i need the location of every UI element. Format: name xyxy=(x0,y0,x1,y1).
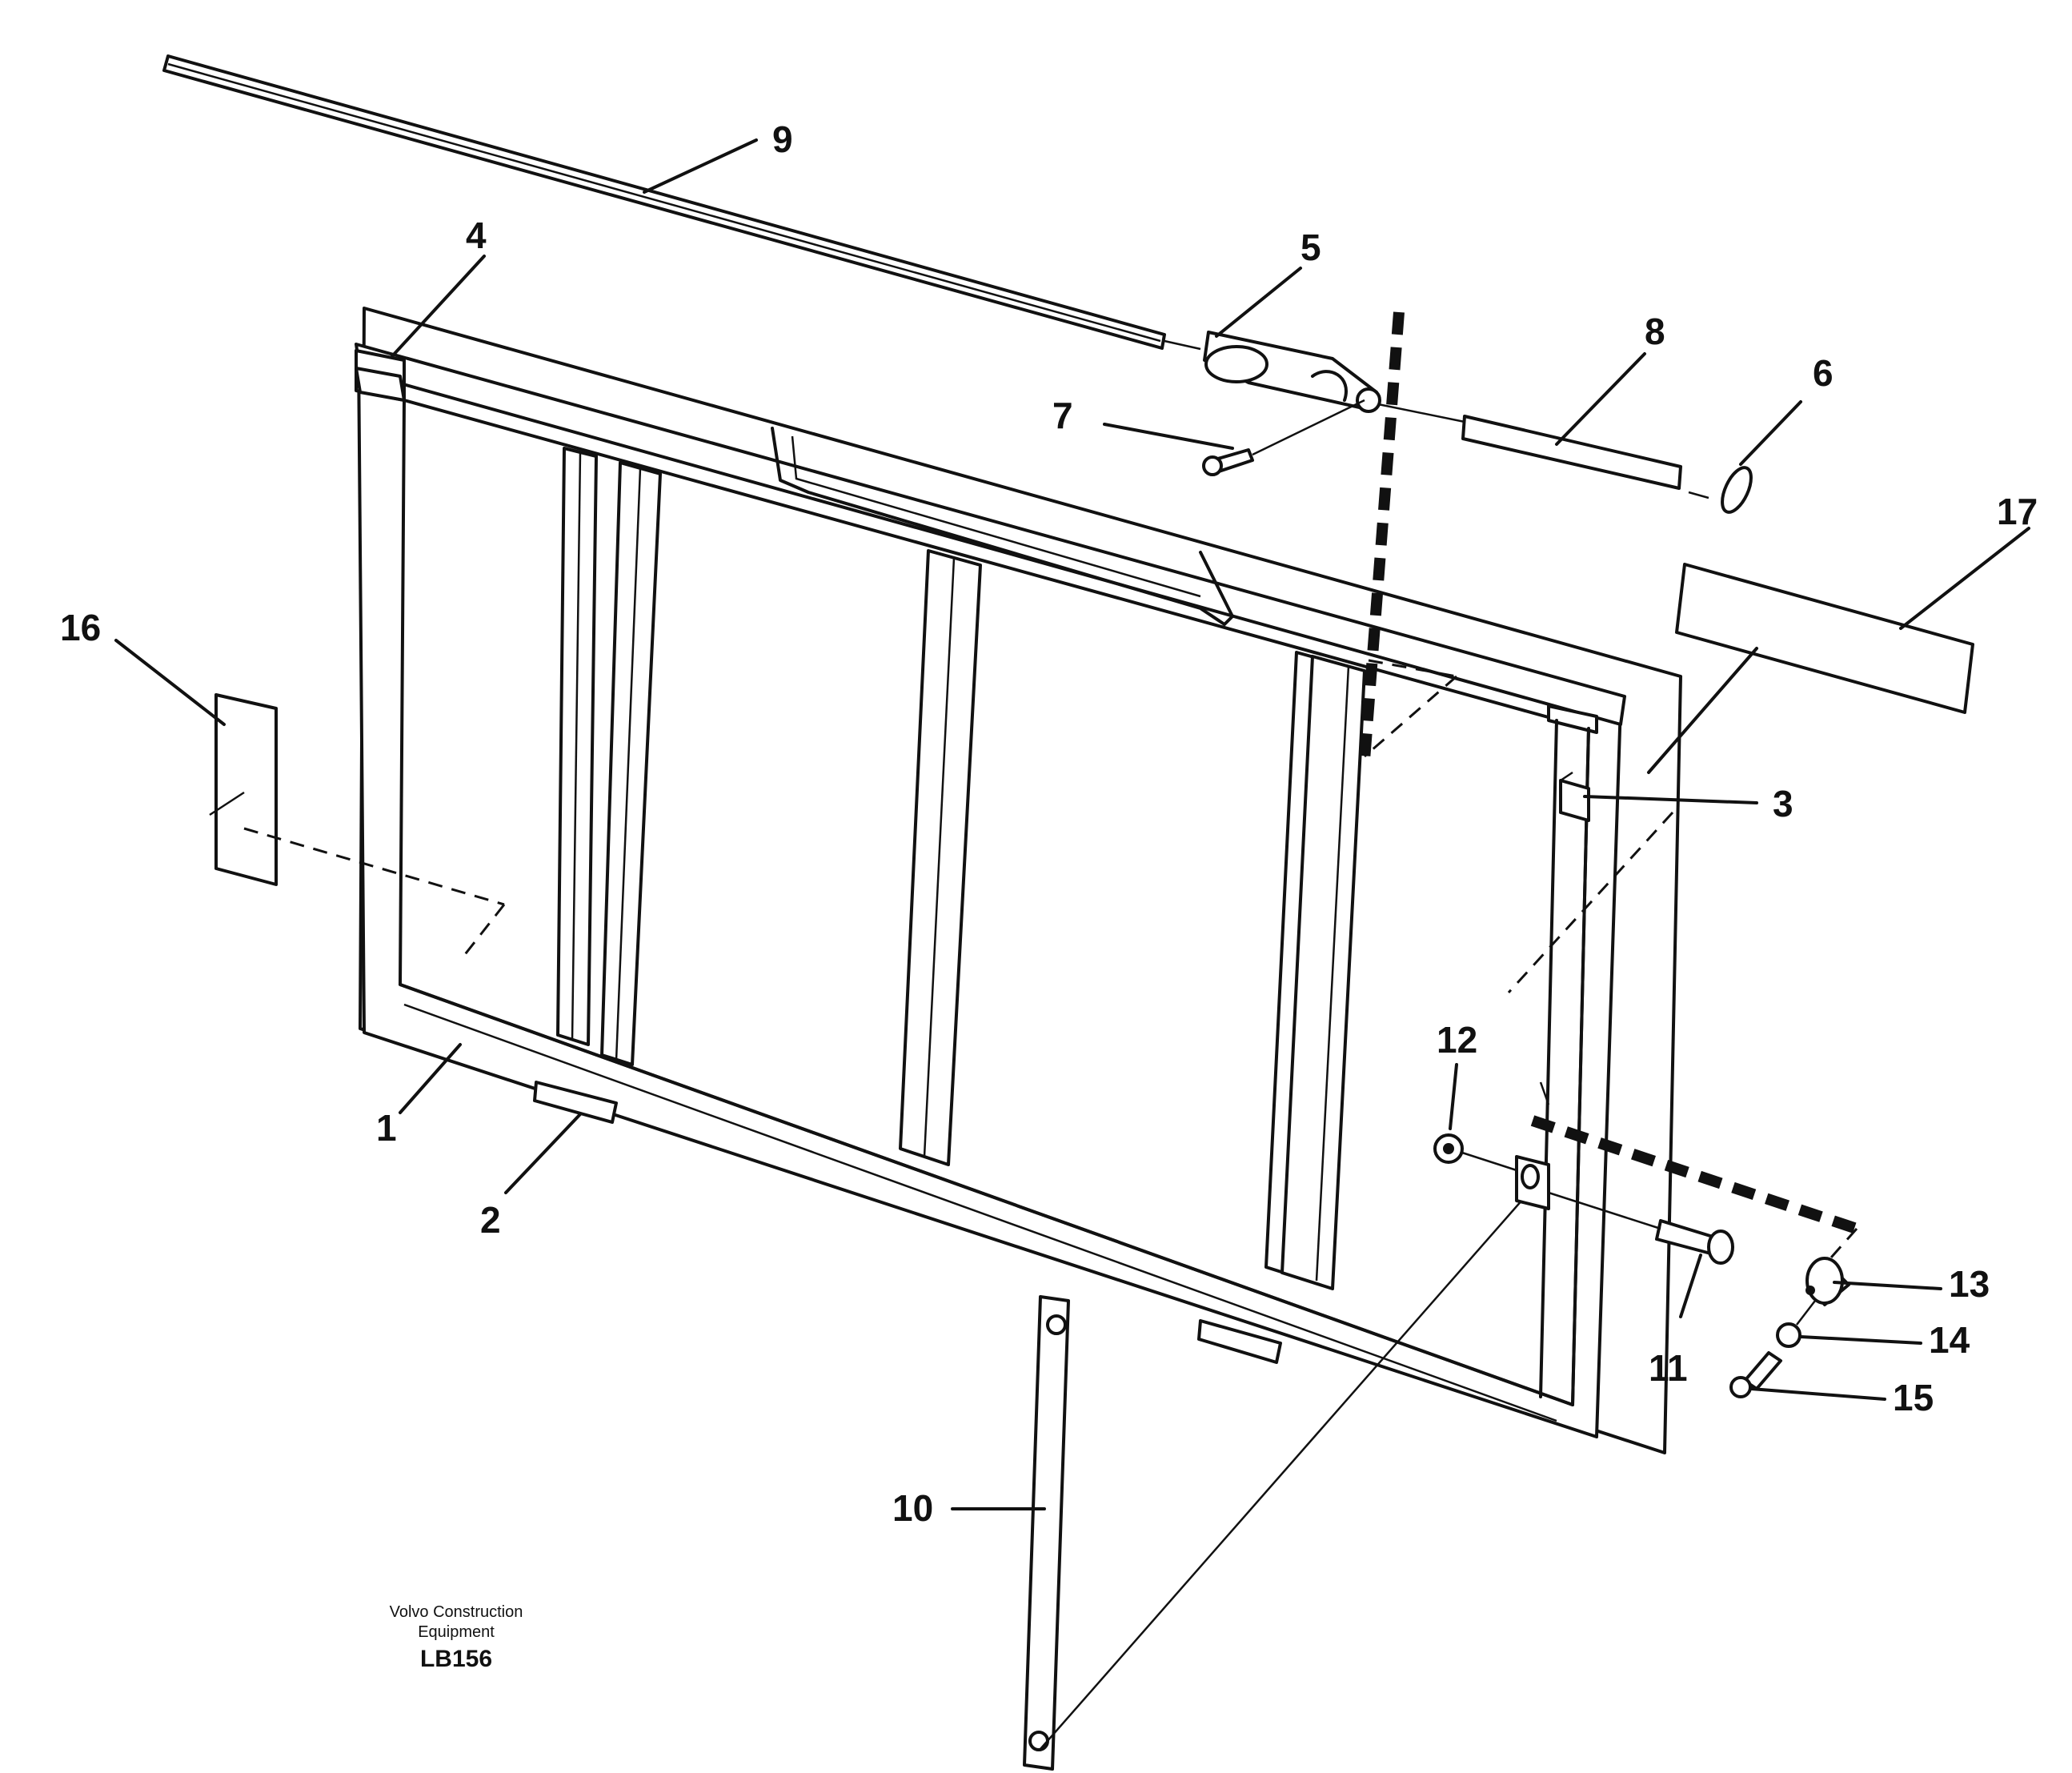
part-9-top-rail xyxy=(162,54,1201,351)
caption-company: Volvo Construction xyxy=(390,1603,523,1621)
callout-10: 10 xyxy=(892,1487,933,1529)
part-2-bottom-tab xyxy=(533,1081,1282,1364)
callout-17: 17 xyxy=(1997,491,2038,532)
caption-drawing-code: LB156 xyxy=(420,1646,492,1672)
part-10-stay-bar xyxy=(1023,1192,1529,1771)
part-16-panel xyxy=(209,693,278,886)
leader-lines xyxy=(114,138,2030,1510)
drawing-caption: Volvo Construction Equipment LB156 xyxy=(390,1603,523,1672)
assembly-guide-lines xyxy=(243,311,1859,1266)
callout-3: 3 xyxy=(1773,783,1793,824)
callout-7: 7 xyxy=(1052,395,1073,436)
callout-6: 6 xyxy=(1813,352,1834,394)
callout-11: 11 xyxy=(1649,1347,1688,1389)
callout-2: 2 xyxy=(480,1199,501,1241)
part-6-ring xyxy=(1721,466,1753,514)
callout-9: 9 xyxy=(772,118,793,160)
part-7-screw xyxy=(1202,399,1365,476)
part-4-corner-block xyxy=(355,367,406,402)
part-3-clip xyxy=(1559,771,1590,822)
part-15-screw xyxy=(1729,1351,1782,1398)
callout-4: 4 xyxy=(466,215,487,256)
callout-15: 15 xyxy=(1893,1377,1934,1418)
callout-16: 16 xyxy=(60,607,101,648)
part-hinge-block xyxy=(1515,1155,1550,1210)
callouts: 9 4 5 8 6 7 17 16 3 12 1 2 13 14 11 15 1… xyxy=(60,118,2038,1529)
part-17-plate xyxy=(1675,563,1974,714)
caption-company-line2: Equipment xyxy=(418,1623,495,1641)
part-12-nut xyxy=(1433,1133,1517,1172)
callout-12: 12 xyxy=(1437,1019,1477,1061)
part-8-rod xyxy=(1461,415,1709,499)
part-1-window-frame xyxy=(355,307,1682,1454)
callout-5: 5 xyxy=(1301,227,1321,268)
callout-8: 8 xyxy=(1645,311,1665,352)
callout-13: 13 xyxy=(1949,1263,1990,1305)
callout-1: 1 xyxy=(376,1107,397,1149)
callout-14: 14 xyxy=(1929,1319,1970,1361)
part-14-washer xyxy=(1776,1300,1816,1348)
part-5-hinge-bracket xyxy=(1203,331,1465,423)
part-11-bolt xyxy=(1548,1191,1734,1265)
